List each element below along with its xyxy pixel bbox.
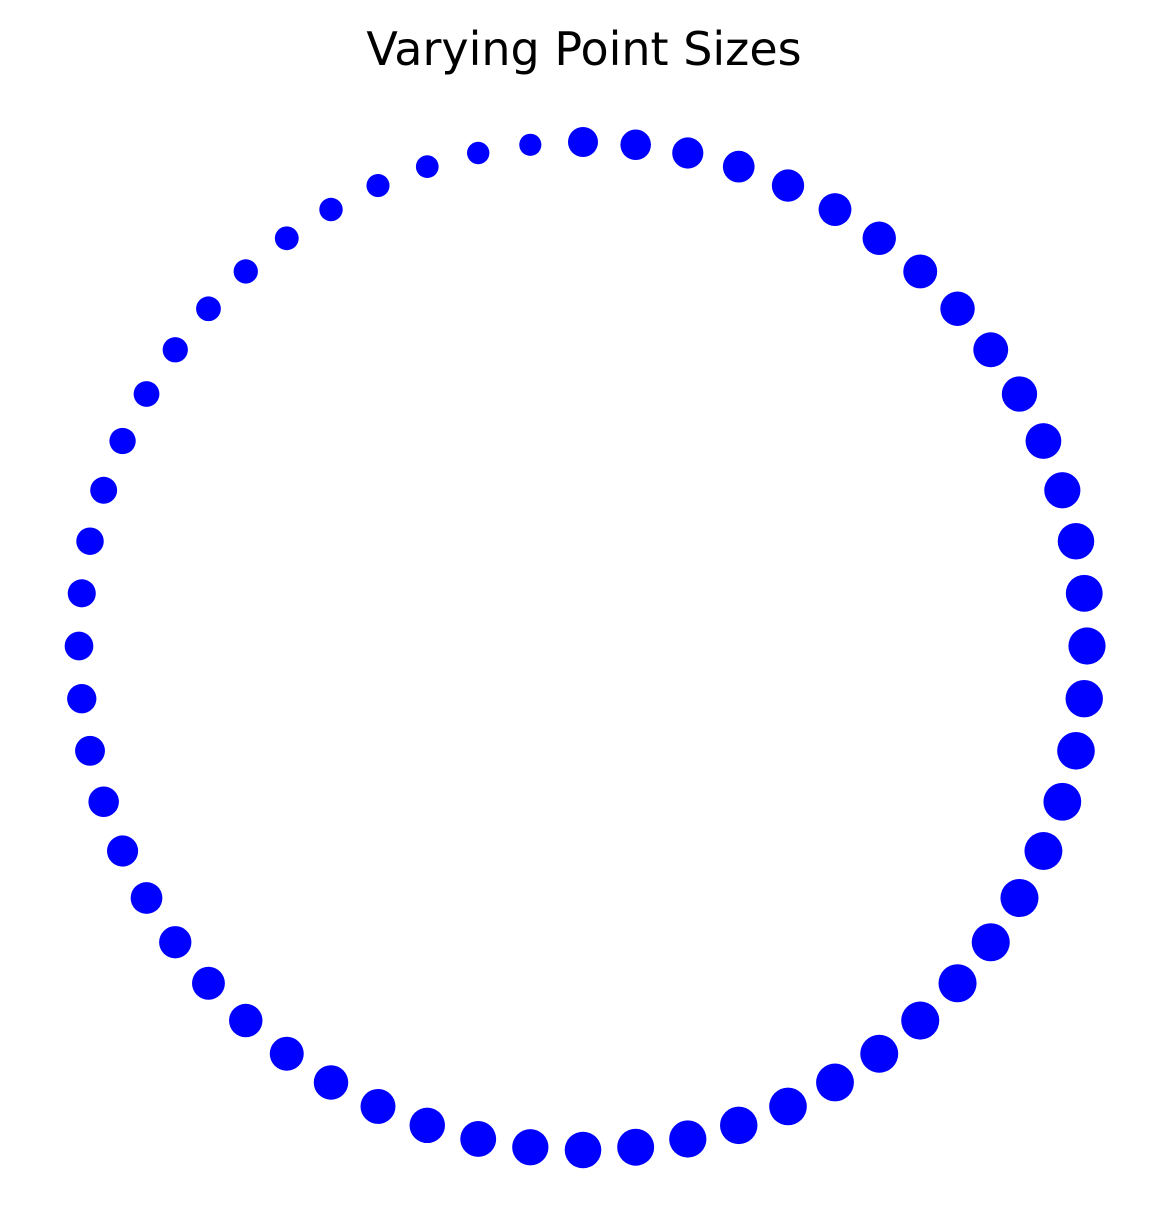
scatter-point	[620, 129, 651, 161]
scatter-point	[1057, 731, 1095, 770]
scatter-point	[1065, 679, 1103, 718]
scatter-point	[519, 133, 542, 156]
scatter-point	[771, 169, 805, 202]
scatter-point	[109, 427, 136, 455]
scatter-point	[67, 684, 97, 714]
scatter-point	[1025, 423, 1062, 459]
scatter-point	[159, 926, 192, 959]
scatter-point	[360, 1088, 396, 1124]
scatter-point	[269, 1036, 304, 1071]
scatter-point	[818, 193, 852, 226]
scatter-point	[1024, 832, 1063, 870]
scatter-point	[901, 1001, 940, 1040]
scatter-point	[722, 150, 755, 183]
scatter-point	[467, 141, 490, 165]
scatter-point	[672, 137, 704, 169]
scatter-point	[769, 1087, 807, 1126]
scatter-point	[196, 296, 221, 322]
scatter-point	[76, 527, 104, 555]
scatter-point	[903, 254, 938, 289]
scatter-point	[669, 1120, 707, 1158]
scatter-point	[133, 381, 160, 407]
scatter-point	[233, 259, 258, 284]
scatter-point	[1057, 522, 1095, 560]
scatter-point	[313, 1065, 349, 1100]
scatter-point	[1068, 627, 1106, 665]
scatter-point	[162, 337, 188, 363]
scatter-point	[512, 1129, 549, 1166]
scatter-point	[1044, 472, 1081, 509]
scatter-point	[971, 923, 1010, 962]
scatter-point	[366, 174, 390, 198]
scatter-point	[67, 579, 96, 608]
scatter-point	[862, 221, 896, 255]
scatter-point	[940, 291, 975, 326]
scatter-point	[107, 835, 139, 867]
scatter-point	[460, 1121, 497, 1157]
scatter-point	[319, 197, 343, 222]
scatter-point	[1000, 878, 1039, 918]
scatter-point	[274, 226, 299, 251]
scatter-point	[564, 1131, 602, 1169]
scatter-point	[229, 1003, 263, 1038]
scatter-point	[415, 155, 439, 179]
scatter-point	[88, 786, 119, 818]
scatter-point	[938, 964, 977, 1003]
scatter-point	[90, 476, 118, 504]
scatter-point	[1001, 376, 1038, 412]
scatter-point	[860, 1034, 899, 1073]
scatter-point	[192, 966, 225, 1000]
scatter-point	[720, 1106, 758, 1145]
chart-title: Varying Point Sizes	[366, 22, 802, 76]
scatter-point	[130, 882, 163, 914]
scatter-point	[1065, 574, 1103, 612]
scatter-point	[617, 1128, 655, 1166]
scatter-point	[568, 127, 598, 157]
scatter-point	[64, 631, 94, 661]
scatter-point	[75, 735, 105, 766]
scatter-point	[409, 1107, 445, 1144]
scatter-point	[973, 332, 1009, 368]
scatter-point	[816, 1063, 854, 1102]
scatter-point	[1043, 782, 1082, 821]
